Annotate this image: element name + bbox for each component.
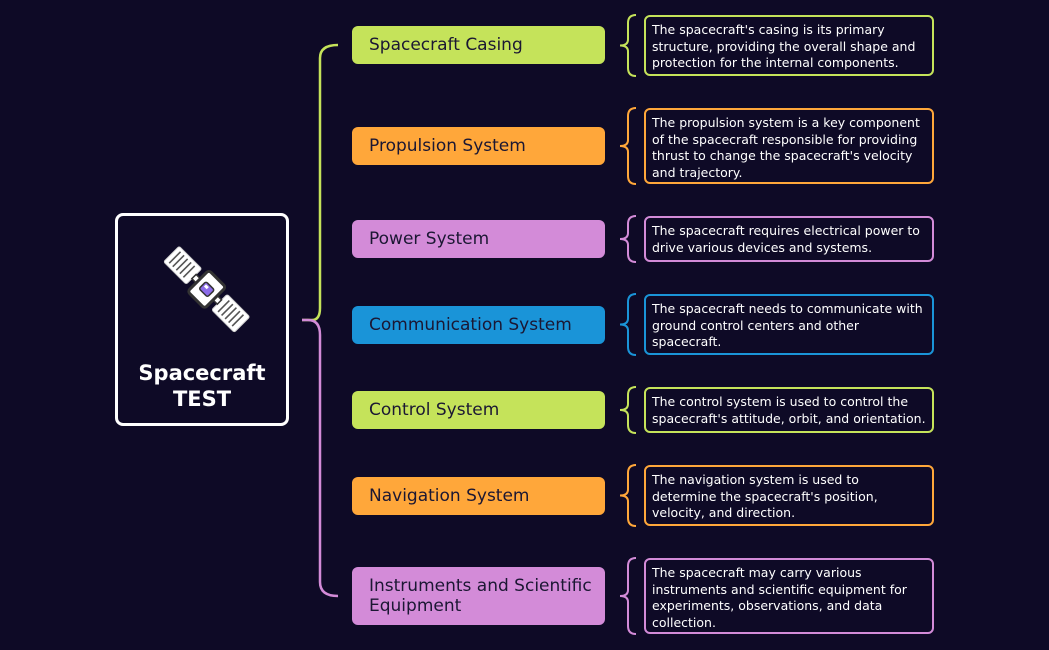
root-node[interactable]: Spacecraft TEST — [115, 213, 289, 426]
description-box: The navigation system is used to determi… — [644, 465, 934, 526]
description-bracket — [619, 107, 637, 185]
root-title: Spacecraft TEST — [118, 360, 286, 412]
branch-node[interactable]: Communication System — [352, 306, 605, 344]
description-box: The control system is used to control th… — [644, 387, 934, 433]
description-bracket — [619, 464, 637, 527]
branch-label: Spacecraft Casing — [369, 35, 523, 55]
root-title-line1: Spacecraft — [138, 361, 266, 385]
branch-node[interactable]: Propulsion System — [352, 127, 605, 165]
branch-node[interactable]: Power System — [352, 220, 605, 258]
description-text: The spacecraft needs to communicate with… — [652, 301, 923, 349]
description-box: The spacecraft requires electrical power… — [644, 216, 934, 262]
branch-label: Navigation System — [369, 486, 530, 506]
description-box: The spacecraft may carry various instrum… — [644, 558, 934, 634]
branch-label: Power System — [369, 229, 490, 249]
description-bracket — [619, 386, 637, 434]
description-text: The spacecraft's casing is its primary s… — [652, 22, 916, 70]
description-box: The propulsion system is a key component… — [644, 108, 934, 184]
branch-label: Communication System — [369, 315, 572, 335]
branch-label: Propulsion System — [369, 136, 526, 156]
branch-label: Control System — [369, 400, 500, 420]
description-bracket — [619, 293, 637, 356]
description-text: The navigation system is used to determi… — [652, 472, 878, 520]
branch-node[interactable]: Navigation System — [352, 477, 605, 515]
branch-node[interactable]: Instruments and Scientific Equipment — [352, 567, 605, 625]
description-box: The spacecraft needs to communicate with… — [644, 294, 934, 355]
description-bracket — [619, 14, 637, 77]
root-title-line2: TEST — [172, 387, 232, 411]
satellite-icon — [163, 246, 250, 333]
description-text: The spacecraft may carry various instrum… — [652, 565, 907, 630]
branch-label: Instruments and Scientific Equipment — [369, 576, 592, 616]
description-text: The control system is used to control th… — [652, 394, 926, 426]
root-bracket-upper — [302, 43, 339, 322]
description-text: The spacecraft requires electrical power… — [652, 223, 920, 255]
description-text: The propulsion system is a key component… — [652, 115, 920, 180]
branch-node[interactable]: Spacecraft Casing — [352, 26, 605, 64]
description-box: The spacecraft's casing is its primary s… — [644, 15, 934, 76]
branch-node[interactable]: Control System — [352, 391, 605, 429]
description-bracket — [619, 215, 637, 263]
description-bracket — [619, 557, 637, 635]
root-bracket-lower — [302, 318, 339, 598]
